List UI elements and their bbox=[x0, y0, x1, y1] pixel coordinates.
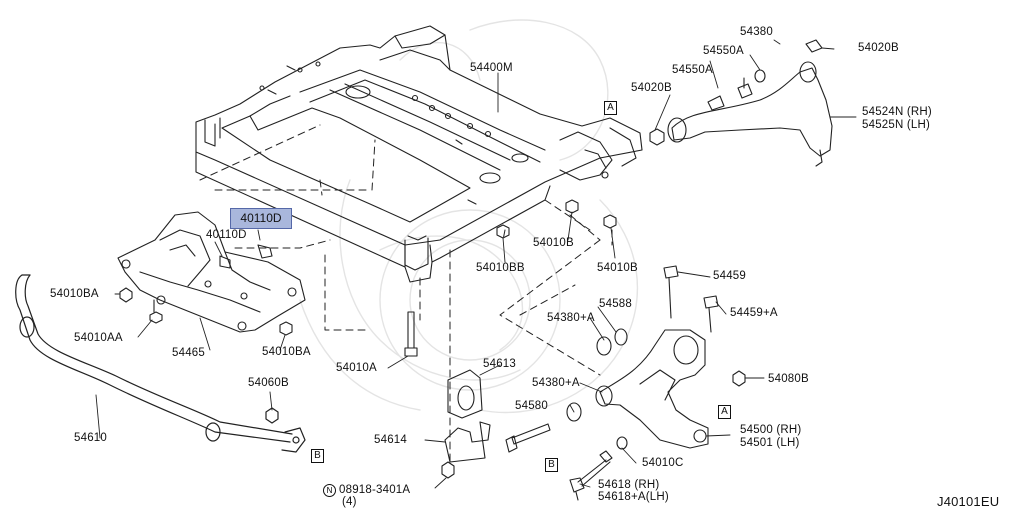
link-54618-drawing bbox=[569, 450, 613, 501]
label-54380[interactable]: 54380 bbox=[740, 26, 773, 38]
label-40110d[interactable]: 40110D bbox=[206, 229, 247, 241]
callout-a-upper: A bbox=[604, 101, 617, 115]
label-54610[interactable]: 54610 bbox=[74, 432, 107, 444]
subframe-drawing bbox=[195, 25, 643, 283]
label-54020b-left[interactable]: 54020B bbox=[631, 82, 672, 94]
nuts-left bbox=[119, 199, 617, 336]
bolts-right-drawing bbox=[566, 265, 719, 422]
label-54010ba-left[interactable]: 54010BA bbox=[50, 288, 99, 300]
dashed-leaders bbox=[199, 124, 613, 466]
label-54459a[interactable]: 54459+A bbox=[730, 307, 778, 319]
stabilizer-bar-drawing bbox=[15, 274, 306, 453]
bolt-54010a-drawing bbox=[404, 311, 418, 357]
label-54010a[interactable]: 54010A bbox=[336, 362, 377, 374]
label-54618a[interactable]: 54618+A(LH) bbox=[598, 491, 669, 503]
leader-lines bbox=[95, 39, 857, 489]
label-54613[interactable]: 54613 bbox=[483, 358, 516, 370]
label-08918-qty: (4) bbox=[342, 496, 357, 508]
label-54380a-upper[interactable]: 54380+A bbox=[547, 312, 595, 324]
callout-b-left: B bbox=[311, 449, 324, 463]
bracket-40110d-drawing bbox=[117, 211, 306, 333]
label-54060b[interactable]: 54060B bbox=[248, 377, 289, 389]
lower-arm-drawing bbox=[595, 329, 746, 450]
label-54010aa[interactable]: 54010AA bbox=[74, 332, 123, 344]
label-54525n[interactable]: 54525N (LH) bbox=[862, 119, 931, 131]
label-54010ba-right[interactable]: 54010BA bbox=[262, 346, 311, 358]
label-40110d-highlighted[interactable]: 40110D bbox=[230, 208, 292, 229]
label-54010bb[interactable]: 54010BB bbox=[476, 262, 525, 274]
label-54459[interactable]: 54459 bbox=[713, 270, 746, 282]
callout-n-circle: N bbox=[323, 484, 336, 497]
label-54020b-top[interactable]: 54020B bbox=[858, 42, 899, 54]
label-54501[interactable]: 54501 (LH) bbox=[740, 437, 800, 449]
upper-arm-drawing bbox=[649, 39, 833, 167]
label-54588[interactable]: 54588 bbox=[599, 298, 632, 310]
label-54010c[interactable]: 54010C bbox=[642, 457, 684, 469]
callout-b-right: B bbox=[545, 458, 558, 472]
label-54614[interactable]: 54614 bbox=[374, 434, 407, 446]
callout-a-lower: A bbox=[718, 405, 731, 419]
label-54550a-upper[interactable]: 54550A bbox=[703, 45, 744, 57]
label-54380a-lower[interactable]: 54380+A bbox=[532, 377, 580, 389]
watermark-emblem bbox=[299, 19, 639, 414]
label-54080b[interactable]: 54080B bbox=[768, 373, 809, 385]
diagram-code: J40101EU bbox=[937, 494, 1000, 509]
label-54010b-right[interactable]: 54010B bbox=[597, 262, 638, 274]
label-54580[interactable]: 54580 bbox=[515, 400, 548, 412]
label-54465[interactable]: 54465 bbox=[172, 347, 205, 359]
label-54524n[interactable]: 54524N (RH) bbox=[862, 106, 932, 118]
bushing-drawing bbox=[441, 369, 491, 479]
label-54550a-lower[interactable]: 54550A bbox=[672, 64, 713, 76]
label-54400m[interactable]: 54400M bbox=[470, 62, 513, 74]
label-54618[interactable]: 54618 (RH) bbox=[598, 479, 660, 491]
label-54010b-left[interactable]: 54010B bbox=[533, 237, 574, 249]
label-54500[interactable]: 54500 (RH) bbox=[740, 424, 802, 436]
label-08918[interactable]: 08918-3401A bbox=[339, 484, 411, 496]
bolt-54580-drawing bbox=[505, 423, 551, 453]
